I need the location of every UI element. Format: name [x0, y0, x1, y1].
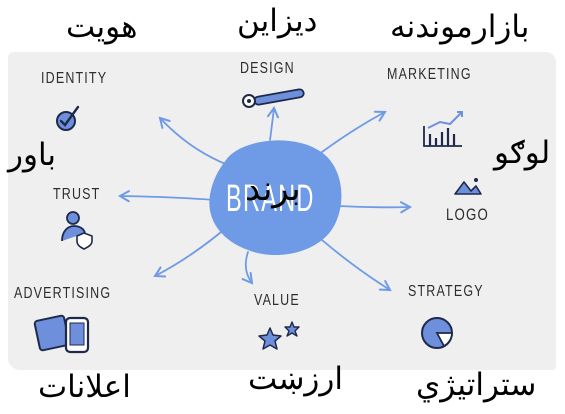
strategy-overlay: ستراتیژي: [416, 367, 537, 403]
arrow-to-value: [241, 251, 254, 285]
identity-label: IDENTITY: [41, 70, 108, 87]
value-overlay: ارزښت: [248, 361, 343, 397]
arrow-to-trust: [117, 190, 216, 203]
stars-icon: [258, 321, 300, 350]
trust-label: TRUST: [53, 186, 101, 203]
brand-bubble: [209, 140, 342, 256]
brand-label: BRAND: [226, 178, 315, 220]
strategy-label: STRATEGY: [408, 283, 484, 300]
arrow-to-advertising: [153, 227, 227, 278]
brand-overlay: برند: [245, 169, 301, 209]
design-overlay: دیزاین: [237, 3, 318, 39]
marketing-label: MARKETING: [387, 66, 472, 83]
logo-label: LOGO: [446, 205, 489, 224]
identity-overlay: هویت: [66, 9, 138, 45]
pen-icon: [242, 88, 305, 108]
checkmark-badge-icon: [56, 105, 80, 131]
value-label: VALUE: [254, 292, 300, 309]
mountain-icon: [454, 178, 482, 195]
arrow-to-strategy: [321, 239, 392, 292]
design-label: DESIGN: [240, 60, 295, 77]
arrow-to-identity: [158, 116, 229, 166]
advertising-label: ADVERTISING: [14, 285, 112, 302]
marketing-overlay: بازارموندنه: [390, 9, 530, 45]
arrow-to-marketing: [321, 110, 387, 153]
pie-chart-icon: [421, 317, 453, 349]
devices-icon: [33, 314, 90, 354]
trust-overlay: باور: [8, 137, 57, 173]
arrow-to-logo: [337, 201, 413, 214]
bar-chart-icon: [423, 111, 463, 147]
advertising-overlay: اعلانات: [38, 369, 131, 405]
arrow-to-design: [266, 105, 279, 141]
logo-overlay: لوګو: [494, 135, 551, 171]
user-shield-icon: [61, 211, 93, 250]
